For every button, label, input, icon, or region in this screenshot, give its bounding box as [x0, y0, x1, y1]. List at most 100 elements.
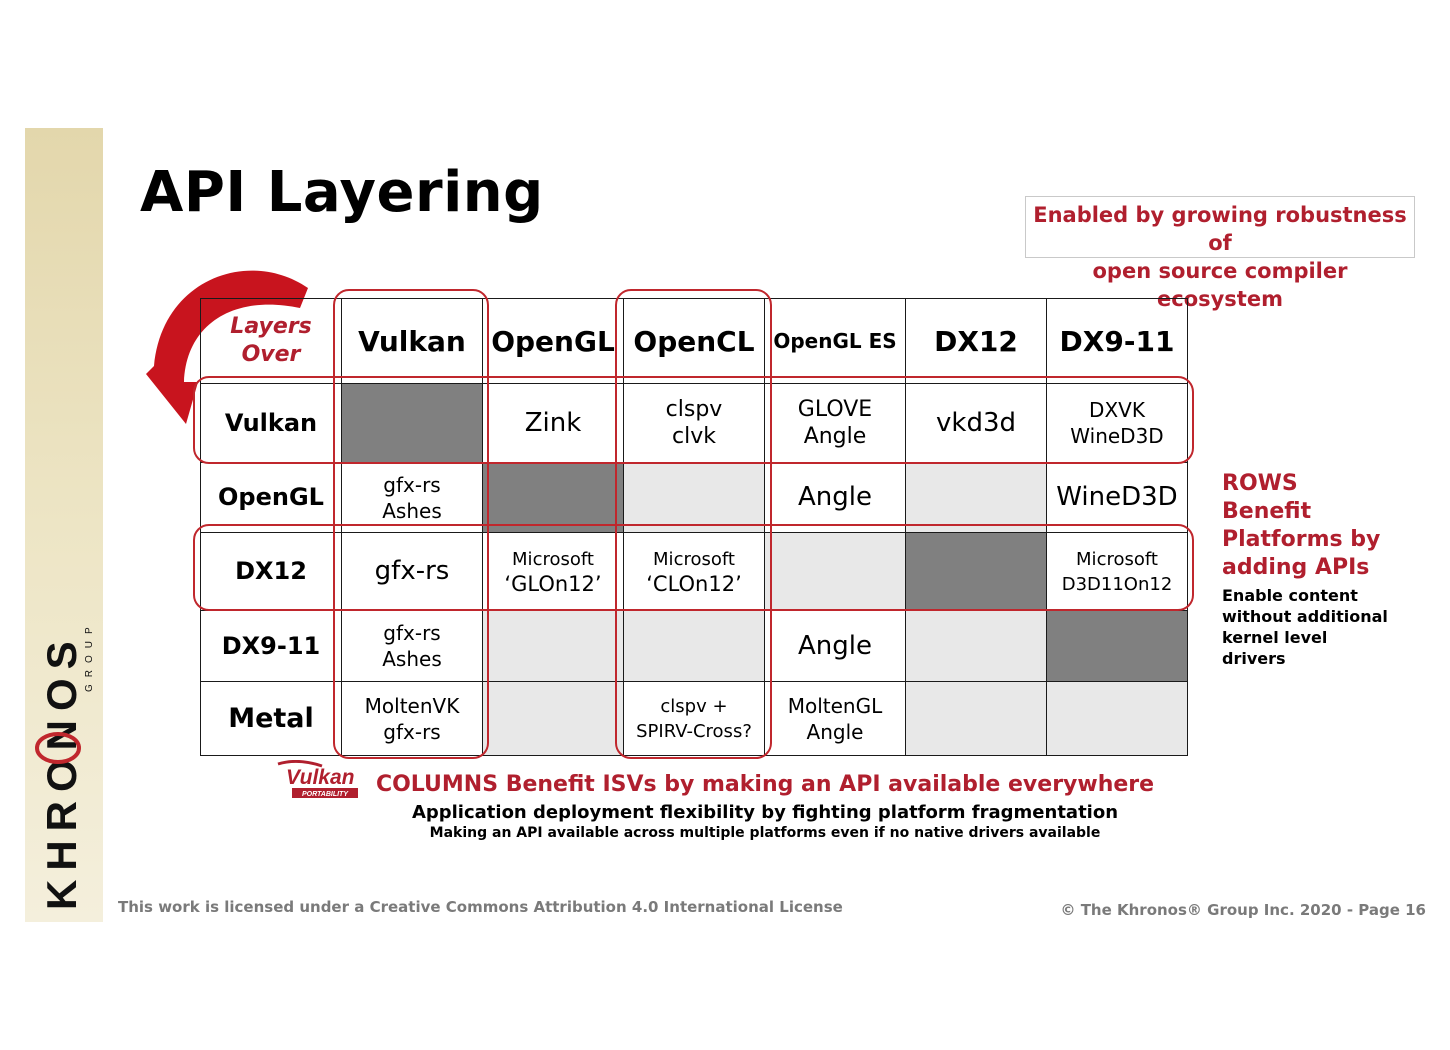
table-cell: GLOVE Angle: [764, 383, 906, 463]
column-header-opengl-es: OpenGL ES: [764, 298, 906, 384]
table-cell-empty: [1046, 610, 1188, 682]
cell-line: WineD3D: [1056, 482, 1178, 512]
cell-line: gfx-rs: [383, 472, 441, 497]
rows-detail-line: Enable content: [1222, 586, 1358, 605]
column-header-dx12: DX12: [905, 298, 1047, 384]
khronos-logo-text: KHRONOS: [38, 632, 85, 910]
row-header-vulkan: Vulkan: [200, 383, 342, 463]
rows-detail-line: drivers: [1222, 649, 1286, 668]
cell-line: MoltenGL: [787, 693, 883, 718]
cell-line: Microsoft: [512, 548, 594, 570]
ecosystem-note: Enabled by growing robustness of open so…: [1025, 196, 1415, 311]
khronos-swoosh-icon: [35, 732, 81, 764]
sidebar-band: [25, 128, 103, 922]
column-header-vulkan: Vulkan: [341, 298, 483, 384]
table-cell-empty: [905, 462, 1047, 533]
cell-line: Angle: [803, 424, 867, 449]
table-cell: MoltenVK gfx-rs: [341, 681, 483, 756]
table-cell: gfx-rs Ashes: [341, 462, 483, 533]
table-cell-empty: [623, 610, 765, 682]
khronos-logo-sub: GROUP: [84, 620, 95, 692]
corner-cell: Layers Over: [200, 298, 342, 384]
cell-line: ‘GLOn12’: [504, 571, 602, 596]
rows-note-heading: ROWS Benefit Platforms by adding APIs: [1222, 470, 1422, 582]
table-cell: Angle: [764, 462, 906, 533]
ecosystem-note-line: Enabled by growing robustness of: [1033, 203, 1407, 255]
table-cell-empty: [1046, 681, 1188, 756]
table-cell-empty: [341, 383, 483, 463]
corner-label: Over: [241, 342, 301, 367]
table-cell: Microsoft ‘CLOn12’: [623, 532, 765, 611]
cell-line: Angle: [806, 719, 864, 744]
table-cell-empty: [764, 532, 906, 611]
table-cell: Angle: [764, 610, 906, 682]
table-cell-empty: [482, 462, 624, 533]
cell-line: clvk: [672, 424, 716, 449]
corner-label: Layers: [230, 314, 312, 339]
vulkan-portability-logo: Vulkan PORTABILITY: [277, 760, 358, 798]
table-row: Metal MoltenVK gfx-rs clspv + SPIRV-Cros…: [200, 681, 1188, 756]
row-header-opengl: OpenGL: [200, 462, 342, 533]
rows-detail-line: kernel level: [1222, 628, 1328, 647]
cell-line: gfx-rs: [383, 719, 441, 744]
cell-line: clspv +: [660, 695, 728, 717]
table-cell: gfx-rs Ashes: [341, 610, 483, 682]
cell-line: Zink: [524, 407, 582, 438]
columns-note-line: Making an API available across multiple …: [429, 825, 1101, 841]
rows-heading-line: ROWS: [1222, 471, 1298, 496]
rows-heading-line: Platforms by: [1222, 527, 1381, 552]
table-cell-empty: [905, 532, 1047, 611]
table-cell: vkd3d: [905, 383, 1047, 463]
rows-note-detail: Enable content without additional kernel…: [1222, 585, 1422, 669]
table-row: DX9-11 gfx-rs Ashes Angle: [200, 610, 1188, 682]
table-cell: Zink: [482, 383, 624, 463]
cell-line: GLOVE: [797, 397, 873, 422]
license-text: This work is licensed under a Creative C…: [118, 898, 843, 916]
rows-detail-line: without additional: [1222, 607, 1388, 626]
cell-line: DXVK: [1089, 398, 1145, 422]
table-cell: Microsoft D3D11On12: [1046, 532, 1188, 611]
table-cell: MoltenGL Angle: [764, 681, 906, 756]
cell-line: Microsoft: [1076, 548, 1158, 570]
table-cell-empty: [905, 681, 1047, 756]
table-cell: Microsoft ‘GLOn12’: [482, 532, 624, 611]
columns-note-line: Application deployment flexibility by fi…: [411, 802, 1119, 823]
row-header-dx12: DX12: [200, 532, 342, 611]
copyright-text: © The Khronos® Group Inc. 2020 - Page 16: [1060, 901, 1426, 919]
table-cell: WineD3D: [1046, 462, 1188, 533]
table-row: OpenGL gfx-rs Ashes Angle WineD3D: [200, 462, 1188, 533]
cell-line: clspv: [665, 397, 723, 422]
table-row: Vulkan Zink clspv clvk GLOVE Angle vkd3d…: [200, 383, 1188, 463]
cell-line: Angle: [798, 482, 872, 512]
table-cell: clspv + SPIRV-Cross?: [623, 681, 765, 756]
rows-note: ROWS Benefit Platforms by adding APIs En…: [1222, 470, 1422, 669]
cell-line: Ashes: [382, 498, 442, 523]
rows-heading-line: Benefit: [1222, 499, 1312, 524]
vulkan-logo-text: Vulkan: [286, 766, 354, 789]
cell-line: Angle: [798, 630, 872, 661]
table-cell-empty: [623, 462, 765, 533]
cell-line: WineD3D: [1070, 424, 1164, 448]
api-layering-table: Layers Over Vulkan OpenGL OpenCL OpenGL …: [200, 298, 1188, 756]
table-cell-empty: [482, 610, 624, 682]
cell-line: SPIRV-Cross?: [636, 720, 752, 742]
table-cell-empty: [482, 681, 624, 756]
cell-line: ‘CLOn12’: [646, 571, 742, 596]
cell-line: gfx-rs: [383, 621, 441, 645]
khronos-logo: KHRONOS GROUP: [35, 620, 95, 910]
cell-line: Microsoft: [653, 548, 735, 570]
cell-line: Ashes: [382, 647, 442, 671]
table-cell: DXVK WineD3D: [1046, 383, 1188, 463]
cell-line: vkd3d: [936, 407, 1016, 438]
column-header-opencl: OpenCL: [623, 298, 765, 384]
table-cell: gfx-rs: [341, 532, 483, 611]
column-header-dx9-11: DX9-11: [1046, 298, 1188, 384]
table-cell-empty: [905, 610, 1047, 682]
row-header-dx9-11: DX9-11: [200, 610, 342, 682]
rows-heading-line: adding APIs: [1222, 555, 1370, 580]
table-row: DX12 gfx-rs Microsoft ‘GLOn12’ Microsoft…: [200, 532, 1188, 611]
cell-line: gfx-rs: [374, 556, 450, 586]
table-header-row: Layers Over Vulkan OpenGL OpenCL OpenGL …: [200, 298, 1188, 384]
page-title: API Layering: [140, 160, 544, 225]
ecosystem-note-line: open source compiler ecosystem: [1092, 259, 1348, 311]
